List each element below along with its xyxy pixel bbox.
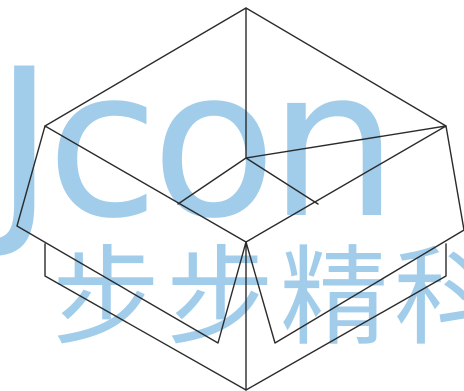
- inner-floor-edges: [177, 157, 319, 205]
- front-right-flap: [245, 125, 464, 344]
- watermark-chinese-text: 步步精科: [52, 236, 464, 361]
- box-drawing: [16, 7, 464, 391]
- right-wall: [245, 243, 447, 391]
- watermark-latin-text: Jcon: [0, 26, 391, 264]
- watermark: Jcon 步步精科: [0, 26, 464, 361]
- front-left-flap: [16, 125, 247, 344]
- left-wall: [44, 243, 247, 391]
